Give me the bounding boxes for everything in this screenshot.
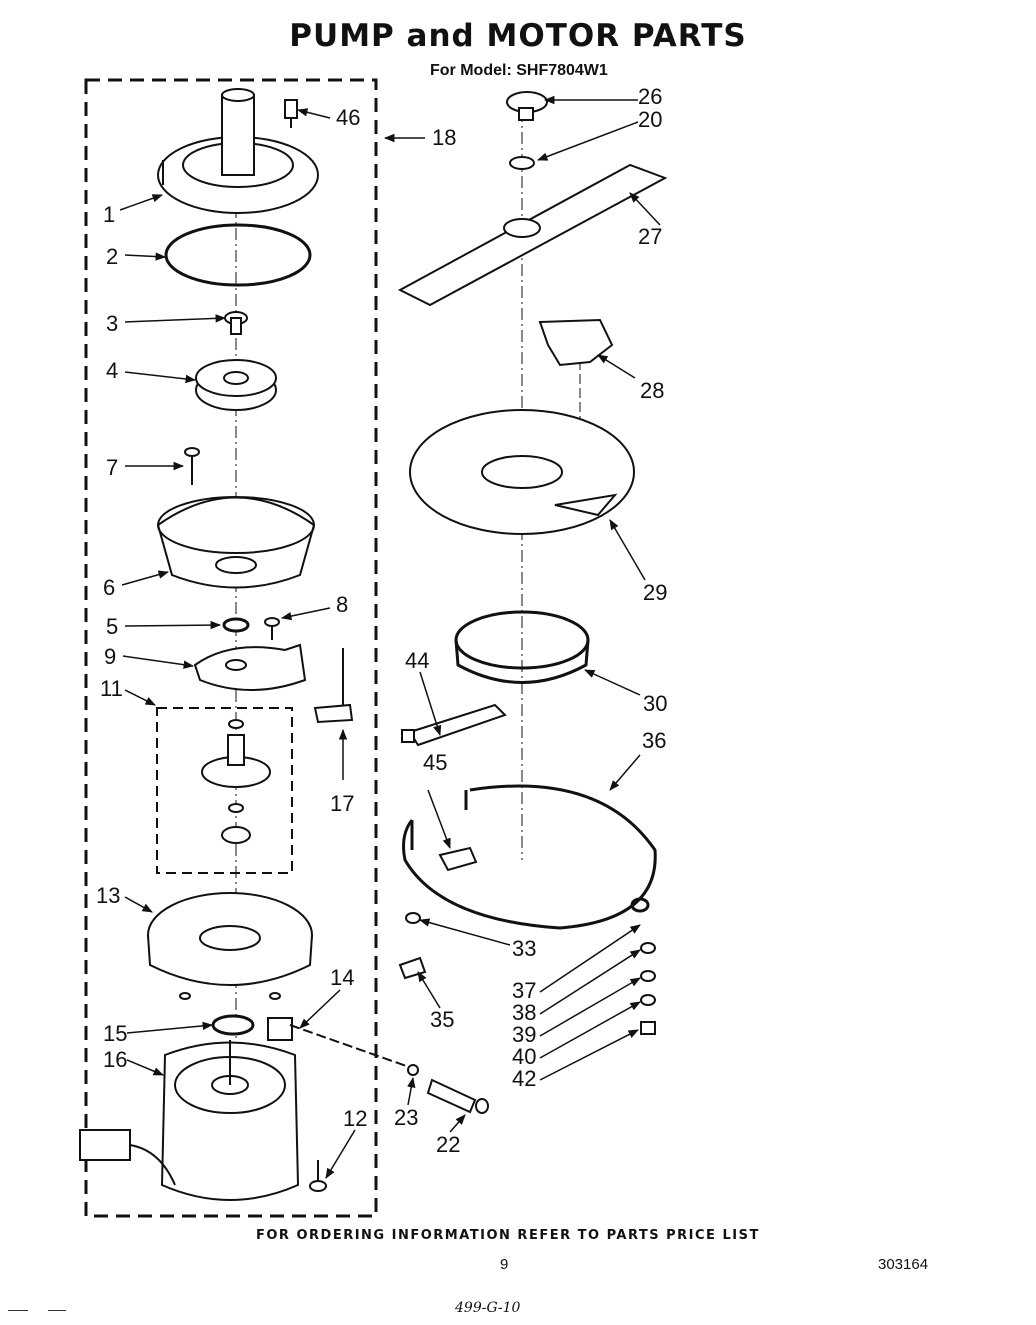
clip-part [284, 99, 298, 128]
page-number: 9 [500, 1256, 509, 1273]
washer-20-part [509, 156, 535, 170]
impeller-part [195, 359, 277, 411]
callout-40: 40 [512, 1044, 536, 1069]
callout-42: 42 [512, 1066, 536, 1091]
callout-23: 23 [394, 1105, 418, 1130]
page-title: PUMP and MOTOR PARTS [289, 18, 747, 54]
callout-15: 15 [103, 1021, 127, 1046]
motor-part [79, 1040, 300, 1201]
cap-part [506, 91, 548, 121]
ordering-info-footer: FOR ORDERING INFORMATION REFER TO PARTS … [256, 1228, 760, 1243]
callout-8: 8 [336, 592, 348, 617]
handwritten-note: 499-G-10 [455, 1300, 521, 1316]
callout-46: 46 [336, 105, 360, 130]
fastener-stack-part [640, 942, 656, 1035]
heating-element-part [402, 784, 657, 930]
float-switch-part [313, 648, 354, 724]
callout-35: 35 [430, 1007, 454, 1032]
callout-7: 7 [106, 455, 118, 480]
callout-17: 17 [330, 791, 354, 816]
callout-3: 3 [106, 311, 118, 336]
filter-screen-part [409, 409, 635, 535]
callout-1: 1 [103, 202, 115, 227]
callout-27: 27 [638, 224, 662, 249]
callout-14: 14 [330, 965, 354, 990]
washer-15-part [211, 1014, 255, 1036]
callout-12: 12 [343, 1106, 367, 1131]
callout-28: 28 [640, 378, 664, 403]
scan-mark-left [8, 1310, 28, 1311]
bracket-part [267, 1017, 293, 1041]
impeller-subassembly-boundary [156, 707, 293, 874]
plate-part [193, 643, 307, 691]
leader-lines [119, 95, 661, 1179]
nut-33-part [405, 912, 421, 924]
deflector-part [538, 318, 614, 367]
clip-35-part [398, 956, 427, 980]
callout-9: 9 [104, 644, 116, 669]
callout-39: 39 [512, 1022, 536, 1047]
callout-6: 6 [103, 575, 115, 600]
callout-29: 29 [643, 580, 667, 605]
callout-44: 44 [405, 648, 429, 673]
callout-22: 22 [436, 1132, 460, 1157]
impeller-assembly-part [201, 719, 271, 844]
motor-mount-part [147, 892, 313, 1000]
pump-assembly-boundary [84, 78, 378, 1218]
fitting-22-part [289, 1024, 489, 1114]
pump-base-part [156, 496, 316, 589]
callout-5: 5 [106, 614, 118, 639]
callout-36: 36 [642, 728, 666, 753]
callout-11: 11 [100, 676, 123, 701]
screw-part [184, 447, 200, 485]
screw-12-part [309, 1160, 327, 1192]
scan-mark-left-2 [48, 1310, 66, 1311]
seal-ring-part [454, 610, 590, 684]
callout-labels: 1 2 3 4 5 6 7 8 9 11 12 13 14 15 16 17 1… [96, 84, 667, 1157]
callout-18: 18 [432, 125, 456, 150]
callout-26: 26 [638, 84, 662, 109]
callout-4: 4 [106, 358, 118, 383]
model-subtitle: For Model: SHF7804W1 [430, 62, 608, 79]
o-ring-part [164, 223, 312, 287]
callout-2: 2 [106, 244, 118, 269]
callout-38: 38 [512, 1000, 536, 1025]
callout-20: 20 [638, 107, 662, 132]
screw-8-part [264, 617, 280, 640]
callout-30: 30 [643, 691, 667, 716]
fitting-part [224, 311, 248, 335]
callout-45: 45 [423, 750, 447, 775]
callout-33: 33 [512, 936, 536, 961]
callout-37: 37 [512, 978, 536, 1003]
callout-16: 16 [103, 1047, 127, 1072]
spray-arm-part [397, 163, 668, 307]
probe-part [401, 703, 507, 747]
document-number: 303164 [878, 1256, 929, 1273]
callout-13: 13 [96, 883, 120, 908]
washer-part [222, 617, 250, 633]
bracket-45-part [438, 846, 478, 872]
pump-cover-part [157, 88, 319, 214]
